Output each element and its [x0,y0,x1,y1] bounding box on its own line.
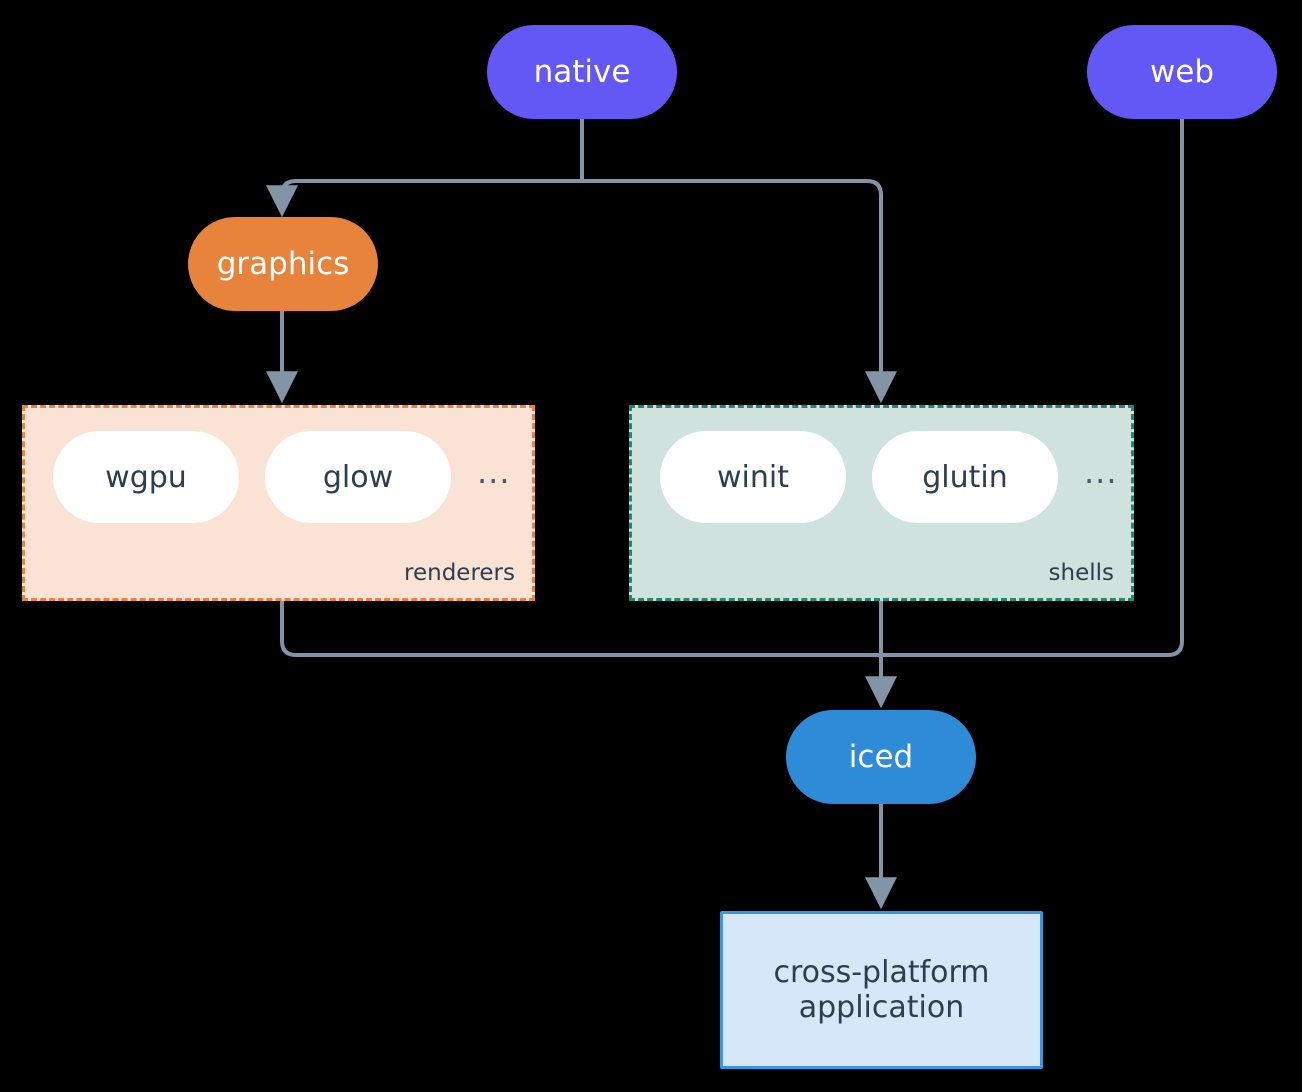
edge-native-to-shells [582,179,897,404]
renderers-ellipsis: ... [477,453,511,491]
edge-web-to-iced [881,119,1184,657]
leaf-glow-label: glow [322,459,394,495]
leaf-winit[interactable]: winit [660,431,846,523]
node-iced[interactable]: iced [786,710,976,804]
leaf-winit-label: winit [717,459,789,495]
group-renderers-items: wgpu glow ... [53,431,511,523]
group-shells-label: shells [1048,560,1114,586]
edge-renderers-to-iced [280,601,881,657]
leaf-wgpu[interactable]: wgpu [53,431,239,523]
group-shells-items: winit glutin ... [660,431,1118,523]
node-web[interactable]: web [1087,25,1277,119]
node-application[interactable]: cross-platform application [720,911,1043,1069]
node-application-line2: application [798,990,965,1025]
node-graphics[interactable]: graphics [188,217,378,311]
node-native[interactable]: native [487,25,677,119]
leaf-wgpu-label: wgpu [105,459,187,495]
node-web-label: web [1149,53,1215,90]
leaf-glutin[interactable]: glutin [872,431,1058,523]
node-application-line1: cross-platform [773,954,990,990]
leaf-glutin-label: glutin [922,459,1008,495]
node-native-label: native [533,53,631,90]
group-renderers[interactable]: wgpu glow ... renderers [22,405,535,601]
group-shells[interactable]: winit glutin ... shells [629,405,1134,601]
node-iced-label: iced [848,738,914,775]
group-renderers-label: renderers [404,560,515,586]
node-graphics-label: graphics [216,245,350,282]
edge-native-to-graphics [266,179,582,218]
leaf-glow[interactable]: glow [265,431,451,523]
shells-ellipsis: ... [1084,453,1118,491]
